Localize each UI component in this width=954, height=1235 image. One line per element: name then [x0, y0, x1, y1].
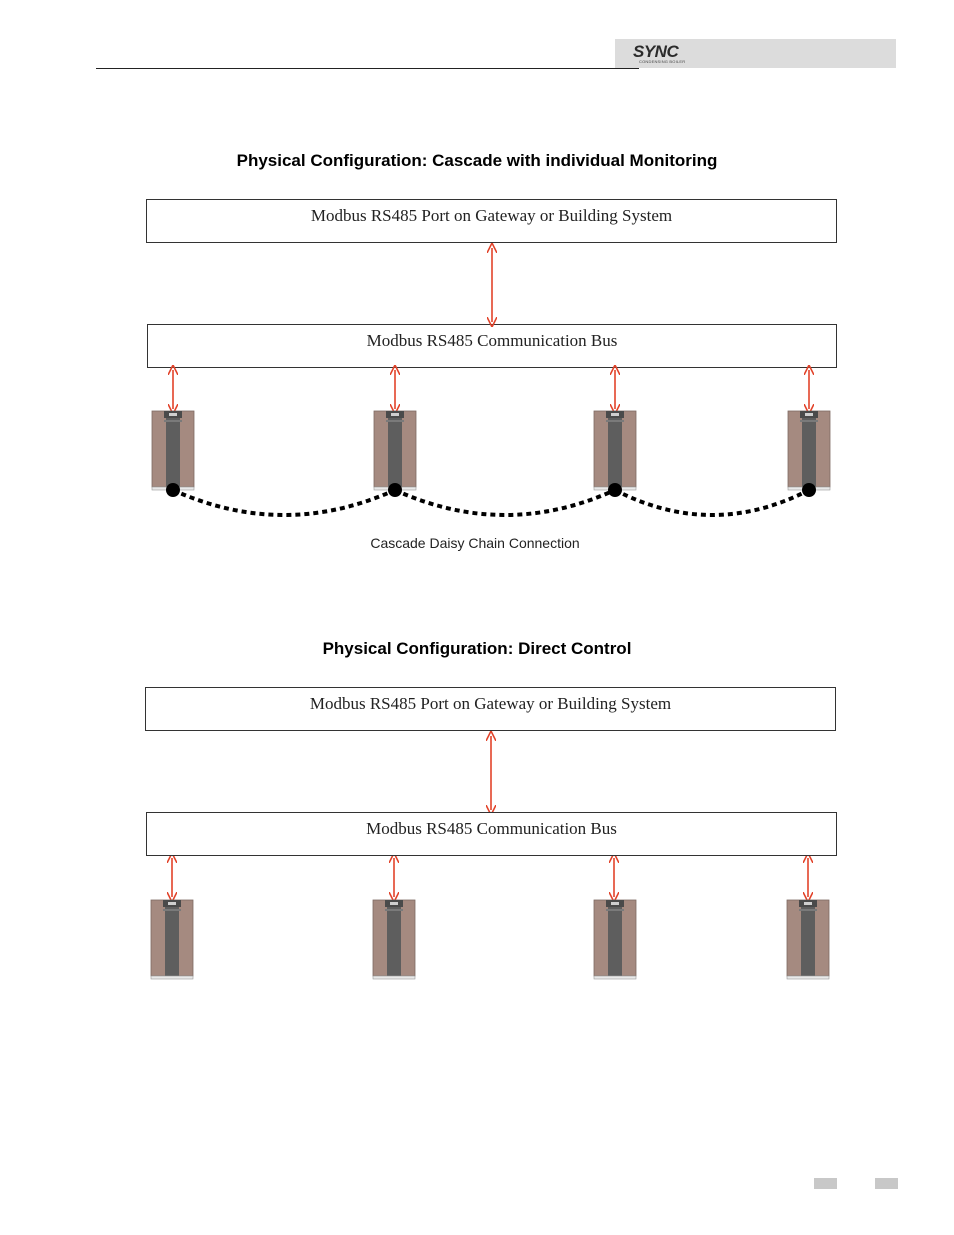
- diagram1-boiler-1: [151, 410, 195, 491]
- footer-tab-right: [875, 1178, 898, 1189]
- chain-segment-2: [394, 488, 616, 517]
- diagram2-boiler-2: [372, 899, 416, 980]
- header-rule: [96, 68, 639, 69]
- logo: SYNC CONDENSING BOILER: [615, 39, 896, 68]
- diagram2-boiler-4: [786, 899, 830, 980]
- diagram1-gateway-box: Modbus RS485 Port on Gateway or Building…: [146, 199, 837, 243]
- chain-node-4: [802, 483, 816, 497]
- diagram2-boiler-1: [150, 899, 194, 980]
- diagram2-gateway-box: Modbus RS485 Port on Gateway or Building…: [145, 687, 836, 731]
- diagram2-title: Physical Configuration: Direct Control: [322, 639, 632, 658]
- diagram2-bus-box: Modbus RS485 Communication Bus: [146, 812, 837, 856]
- logo-text: SYNC: [633, 42, 679, 61]
- diagram1-title: Physical Configuration: Cascade with ind…: [236, 151, 718, 170]
- chain-node-2: [388, 483, 402, 497]
- chain-node-1: [166, 483, 180, 497]
- diagram1-boiler-3: [593, 410, 637, 491]
- diagram1-boiler-2: [373, 410, 417, 491]
- diagram1-bus-box: Modbus RS485 Communication Bus: [147, 324, 837, 368]
- chain-segment-1: [172, 488, 396, 517]
- diagram1-boiler-4: [787, 410, 831, 491]
- chain-node-3: [608, 483, 622, 497]
- logo-subtitle: CONDENSING BOILER: [639, 59, 686, 64]
- chain-segment-3: [614, 488, 810, 517]
- footer-tab-left: [814, 1178, 837, 1189]
- cascade-chain-label: Cascade Daisy Chain Connection: [370, 535, 580, 551]
- diagram2-boiler-3: [593, 899, 637, 980]
